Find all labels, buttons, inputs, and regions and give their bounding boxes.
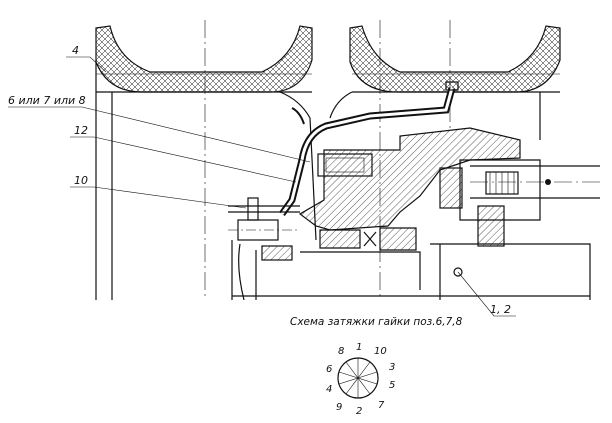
sequence-number-6: 6 <box>326 364 332 375</box>
wheel-disc <box>279 91 353 241</box>
sequence-number-10: 10 <box>374 346 387 357</box>
hub-body <box>298 127 541 247</box>
tightening-sequence-diagram <box>337 357 379 399</box>
sequence-number-7: 7 <box>378 400 385 411</box>
right-tire <box>349 25 561 140</box>
callout-12: 12 <box>74 124 88 137</box>
sequence-number-4: 4 <box>326 384 332 395</box>
axle-shaft <box>470 165 600 199</box>
bearings <box>261 227 417 261</box>
callout-10: 10 <box>74 174 88 187</box>
sequence-number-3: 3 <box>389 362 395 373</box>
brake-drum <box>231 240 591 301</box>
wheel-stud <box>228 197 300 241</box>
sequence-number-8: 8 <box>338 346 344 357</box>
sequence-number-5: 5 <box>389 380 395 391</box>
sequence-number-2: 2 <box>356 406 362 417</box>
sequence-number-1: 1 <box>356 342 362 353</box>
sequence-number-9: 9 <box>336 402 342 413</box>
diagram-caption: Схема затяжки гайки поз.6,7,8 <box>290 316 463 328</box>
callout-4: 4 <box>72 44 79 57</box>
callout-1-2: 1, 2 <box>490 303 511 316</box>
callout-6-7-8: 6 или 7 или 8 <box>8 94 86 107</box>
callout-leaders <box>8 56 516 317</box>
left-tire <box>95 25 313 300</box>
